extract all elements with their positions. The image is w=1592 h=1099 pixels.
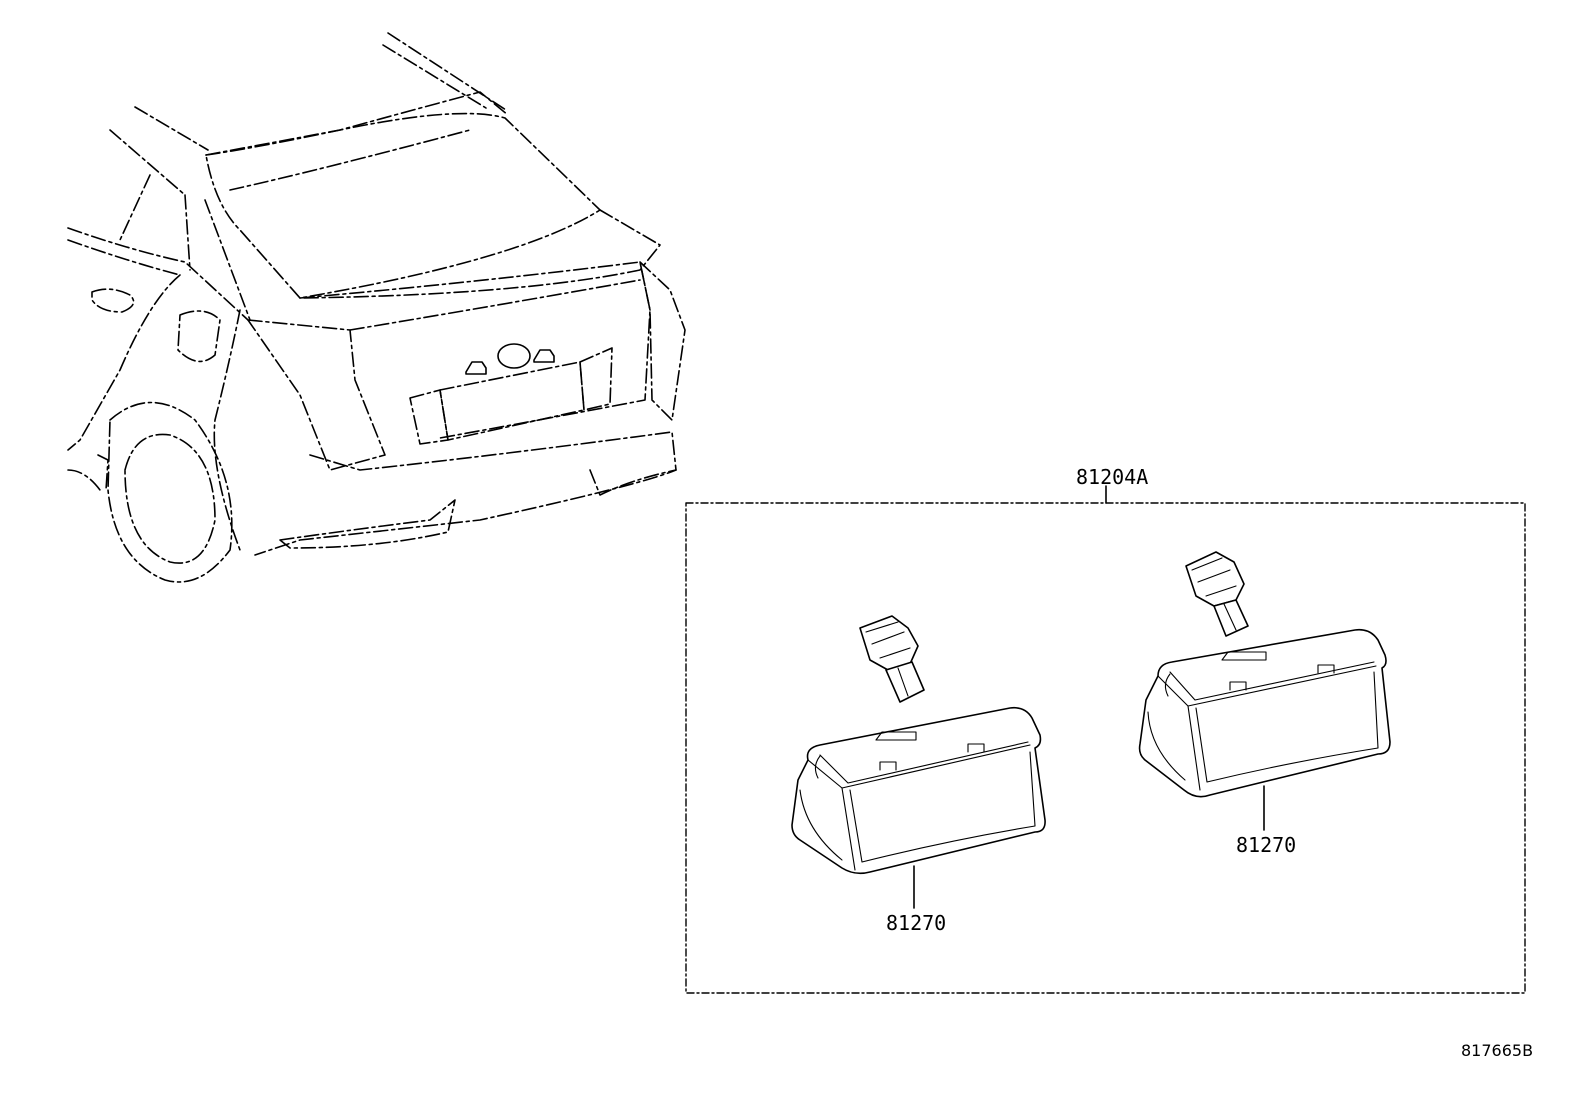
- part-label-81270-left: 81270: [886, 911, 946, 935]
- part-label-81270-right: 81270: [1236, 833, 1296, 857]
- assembly-boundary: [685, 502, 1526, 994]
- assembly-group: 81204A: [685, 465, 1526, 994]
- socket-connector-icon: [1185, 551, 1249, 637]
- license-plate-lamp-icon: 81270: [791, 615, 1046, 935]
- socket-connector-icon: [859, 615, 925, 703]
- vehicle-rear-icon: [67, 32, 686, 583]
- license-plate-lamp-icon: 81270: [1138, 551, 1391, 857]
- drawing-reference-number: 817665B: [1461, 1041, 1533, 1060]
- assembly-label: 81204A: [1076, 465, 1148, 489]
